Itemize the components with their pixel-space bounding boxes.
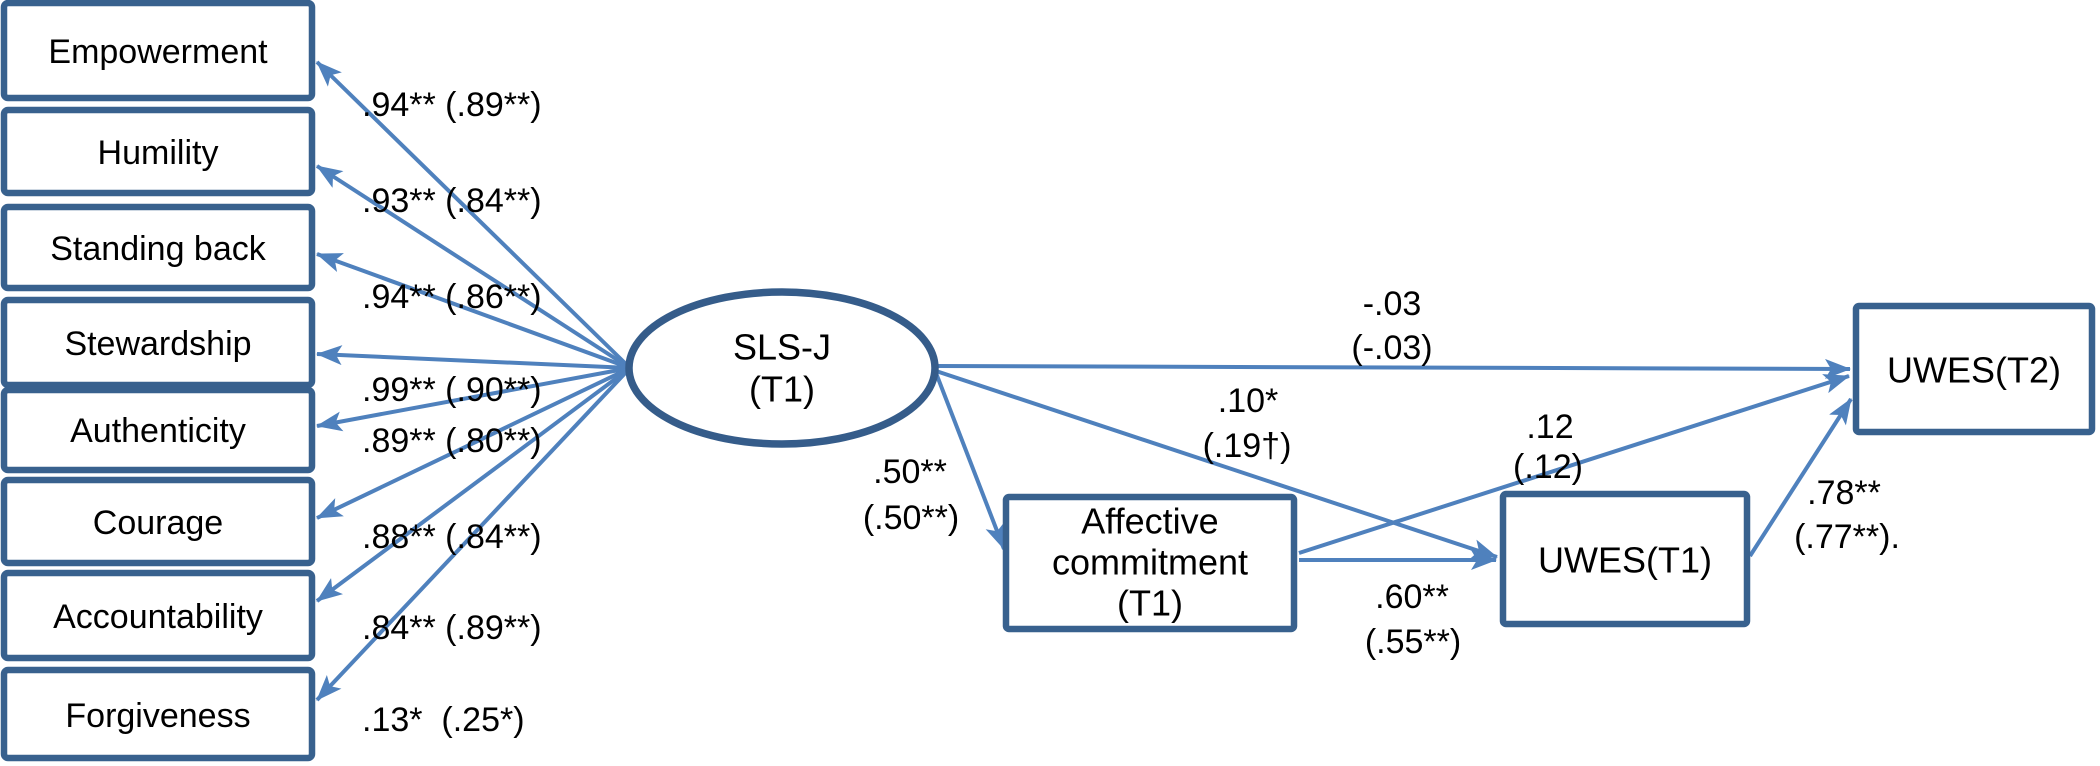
- affective-label-line1: Affective: [1081, 501, 1218, 542]
- node-affective-commitment: Affective commitment (T1): [1002, 493, 1298, 633]
- indicator-box-forgiveness: [0, 666, 316, 762]
- indicator-label-accountability: Accountability: [53, 598, 263, 636]
- coef-uwes-t1-uwes-t2-line1: .78**: [1807, 474, 1881, 512]
- indicator-label-authenticity: Authenticity: [70, 412, 246, 450]
- path-sls-to-forgiveness: [315, 366, 632, 702]
- coef-sls-uwes-t2-line2: (-.03): [1351, 329, 1432, 367]
- loading-humility: .93** (.84**): [362, 182, 542, 220]
- loading-empowerment: .94** (.89**): [362, 86, 542, 124]
- path-affective-to-uwes-t2: [1298, 374, 1850, 555]
- coef-sls-affective-line1: .50**: [873, 453, 947, 491]
- indicator-authenticity: Authenticity: [0, 386, 316, 474]
- path-sls-to-uwes-t2: [934, 358, 1851, 379]
- indicator-label-humility: Humility: [98, 134, 219, 172]
- coef-affective-uwes-t1-line2: (.55**): [1365, 623, 1461, 661]
- indicator-courage: Courage: [0, 476, 316, 567]
- indicator-box-accountability: [0, 569, 316, 662]
- loading-courage: .88** (.84**): [362, 518, 542, 556]
- indicator-label-forgiveness: Forgiveness: [65, 697, 250, 735]
- structural-paths: [934, 358, 1853, 570]
- latent-ellipse-sls-j: [625, 288, 939, 448]
- loading-standing-back: .94** (.86**): [362, 278, 542, 316]
- path-sls-to-stewardship: [316, 345, 631, 370]
- indicator-accountability: Accountability: [0, 569, 316, 662]
- node-box-uwes-t1: [1499, 490, 1751, 628]
- coef-affective-uwes-t2-line1: .12: [1526, 408, 1573, 446]
- indicator-empowerment: Empowerment: [0, 0, 316, 102]
- path-coefficient-labels: -.03 (-.03) .10* (.19†) .50** (.50**) .6…: [863, 285, 1900, 661]
- coef-sls-uwes-t1-line1: .10*: [1218, 382, 1279, 420]
- loading-paths: [315, 60, 632, 702]
- indicator-humility: Humility: [0, 106, 316, 197]
- uwes-t1-label: UWES(T1): [1538, 540, 1712, 581]
- path-sls-to-affective: [934, 372, 1006, 550]
- node-box-uwes-t2: [1852, 302, 2096, 436]
- path-sls-to-standing-back: [316, 252, 631, 370]
- path-sls-to-authenticity: [316, 366, 631, 432]
- indicator-box-standing-back: [0, 203, 316, 292]
- indicator-forgiveness: Forgiveness: [0, 666, 316, 762]
- path-sls-to-accountability: [315, 366, 632, 603]
- coef-affective-uwes-t2-line2: (.12): [1513, 448, 1583, 486]
- indicator-box-authenticity: [0, 386, 316, 474]
- latent-label-line1: SLS-J: [733, 327, 831, 368]
- indicator-box-empowerment: [0, 0, 316, 102]
- indicator-label-courage: Courage: [93, 504, 223, 542]
- indicator-label-stewardship: Stewardship: [64, 325, 251, 363]
- indicator-box-stewardship: [0, 296, 316, 389]
- affective-label-line3: (T1): [1117, 583, 1183, 624]
- indicator-box-humility: [0, 106, 316, 197]
- loading-forgiveness: .13* (.25*): [362, 701, 525, 739]
- coef-sls-uwes-t1-line2: (.19†): [1203, 427, 1292, 465]
- node-uwes-t2: UWES(T2): [1852, 302, 2096, 436]
- latent-label-line2: (T1): [749, 369, 815, 410]
- latent-sls-j: SLS-J (T1): [625, 288, 939, 448]
- indicator-box-courage: [0, 476, 316, 567]
- indicator-label-standing-back: Standing back: [50, 230, 266, 268]
- coef-affective-uwes-t1-line1: .60**: [1375, 578, 1449, 616]
- path-sls-to-uwes-t1: [935, 369, 1498, 559]
- loading-labels: .94** (.89**) .93** (.84**) .94** (.86**…: [362, 86, 542, 739]
- coef-sls-affective-line2: (.50**): [863, 499, 959, 537]
- coef-sls-uwes-t2-line1: -.03: [1363, 285, 1422, 323]
- indicator-label-empowerment: Empowerment: [48, 33, 268, 71]
- indicator-stewardship: Stewardship: [0, 296, 316, 389]
- coef-uwes-t1-uwes-t2-line2: (.77**).: [1794, 518, 1900, 556]
- loading-accountability: .84** (.89**): [362, 609, 542, 647]
- node-uwes-t1: UWES(T1): [1499, 490, 1751, 628]
- loading-stewardship: .99** (.90**): [362, 371, 542, 409]
- node-box-affective-commitment: [1002, 493, 1298, 633]
- path-uwes-t1-to-uwes-t2: [1748, 397, 1853, 558]
- uwes-t2-label: UWES(T2): [1887, 350, 2061, 391]
- path-sls-to-courage: [316, 366, 631, 520]
- loading-authenticity: .89** (.80**): [362, 422, 542, 460]
- indicator-standing-back: Standing back: [0, 203, 316, 292]
- affective-label-line2: commitment: [1052, 542, 1248, 583]
- path-sls-to-empowerment: [315, 60, 632, 370]
- path-sls-to-humility: [315, 164, 632, 370]
